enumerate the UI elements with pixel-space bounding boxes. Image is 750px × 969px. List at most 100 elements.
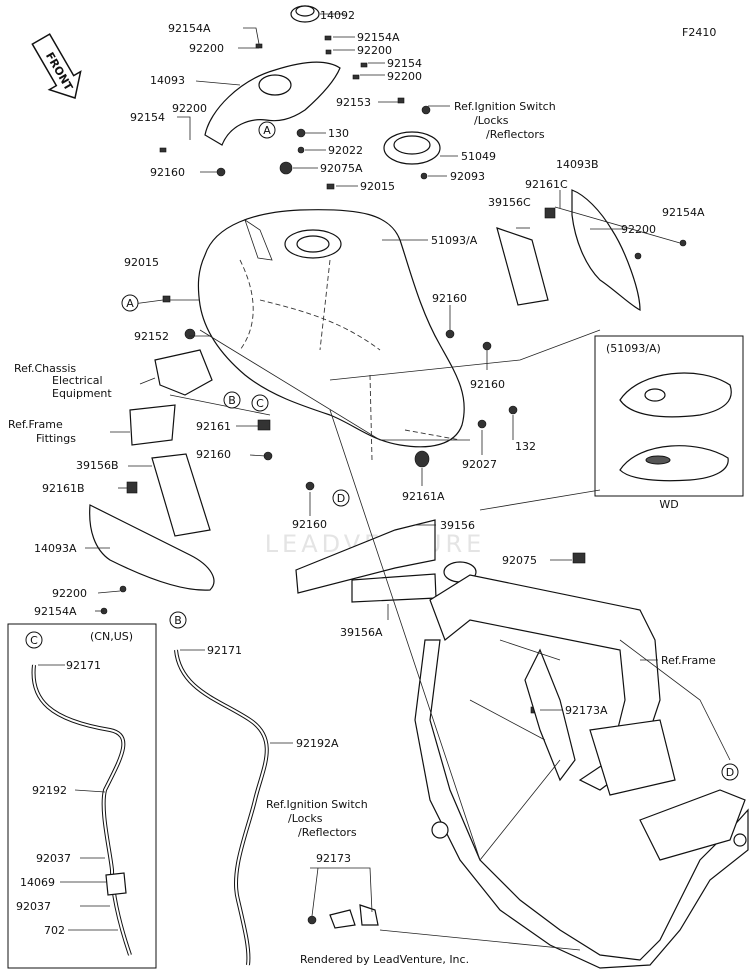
label-92154: 92154 (387, 57, 422, 70)
bracket-frame-fittings (129, 404, 176, 446)
sub-box-note: (CN,US) (90, 630, 133, 643)
label-14069: 14069 (20, 876, 55, 889)
label-92192a: 92192A (296, 737, 339, 750)
label-92161c: 92161C (525, 178, 568, 191)
svg-text:D: D (726, 766, 734, 779)
label-92160: 92160 (150, 166, 185, 179)
label-14093a: 14093A (34, 542, 77, 555)
ref-chassis-electrical: Electrical (52, 374, 103, 387)
label-92075a: 92075A (320, 162, 363, 175)
label-39156: 39156 (440, 519, 475, 532)
callout-b-hose: B (169, 611, 187, 629)
callout-a-top: A (258, 121, 276, 139)
label-92161b: 92161B (42, 482, 85, 495)
ignition-hardware-92173 (307, 904, 379, 929)
ref-frame: Ref.Frame (661, 654, 716, 667)
label-92160: 92160 (292, 518, 327, 531)
svg-text:C: C (256, 397, 264, 410)
label-92037: 92037 (16, 900, 51, 913)
label-92200: 92200 (357, 44, 392, 57)
label-92022: 92022 (328, 144, 363, 157)
ref-ignition-reflectors: /Reflectors (486, 128, 545, 141)
label-92161a: 92161A (402, 490, 445, 503)
inset-tank-side (619, 445, 729, 482)
label-132: 132 (515, 440, 536, 453)
ref-ignition-locks-2: /Locks (288, 812, 323, 825)
cap-base-51049 (383, 131, 441, 165)
label-92171: 92171 (207, 644, 242, 657)
callout-a-left: A (121, 294, 139, 312)
label-92160: 92160 (432, 292, 467, 305)
label-51049: 51049 (461, 150, 496, 163)
callout-b-tank: B (223, 391, 241, 409)
label-92154a: 92154A (357, 31, 400, 44)
callout-d-frame: D (721, 763, 739, 781)
label-92161: 92161 (196, 420, 231, 433)
svg-text:B: B (228, 394, 236, 407)
pad-39156c (496, 227, 549, 306)
figure-code: F2410 (682, 26, 716, 39)
motorcycle-frame (414, 561, 749, 969)
cap-opening-ring (258, 74, 292, 96)
sub-box-cn-us: (CN,US) (7, 623, 157, 969)
label-14092: 14092 (320, 9, 355, 22)
label-92200: 92200 (52, 587, 87, 600)
label-92037: 92037 (36, 852, 71, 865)
label-92160: 92160 (470, 378, 505, 391)
label-14093: 14093 (150, 74, 185, 87)
part-labels: 92154A 14092 92154A 92200 92200 92154 14… (8, 9, 716, 937)
svg-text:A: A (126, 297, 134, 310)
label-92192: 92192 (32, 784, 67, 797)
filter-14069 (105, 872, 127, 896)
ref-chassis: Ref.Chassis (14, 362, 76, 375)
label-92154: 92154 (130, 111, 165, 124)
label-92160: 92160 (196, 448, 231, 461)
label-92200: 92200 (189, 42, 224, 55)
label-92200: 92200 (172, 102, 207, 115)
label-39156c: 39156C (488, 196, 531, 209)
footer-credit: Rendered by LeadVenture, Inc. (300, 953, 469, 966)
tank-cover-14093 (204, 61, 341, 146)
label-130: 130 (328, 127, 349, 140)
callout-c-subbox: C (25, 631, 43, 649)
label-92075: 92075 (502, 554, 537, 567)
callout-c-tank: C (251, 394, 269, 412)
svg-text:D: D (337, 492, 345, 505)
pad-39156 (295, 519, 436, 594)
ref-chassis-equipment: Equipment (52, 387, 112, 400)
label-92154a: 92154A (168, 22, 211, 35)
label-92173a: 92173A (565, 704, 608, 717)
label-92173: 92173 (316, 852, 351, 865)
pad-39156b (151, 453, 211, 537)
label-51093-a: 51093/A (431, 234, 478, 247)
label-92027: 92027 (462, 458, 497, 471)
inset-title: (51093/A) (606, 342, 661, 355)
ref-ignition-switch: Ref.Ignition Switch (454, 100, 556, 113)
ref-ignition-reflectors-2: /Reflectors (298, 826, 357, 839)
label-92093: 92093 (450, 170, 485, 183)
svg-text:C: C (30, 634, 38, 647)
side-cover-14093a (89, 504, 215, 591)
inset-caption: WD (659, 498, 678, 511)
label-92015: 92015 (124, 256, 159, 269)
label-92152: 92152 (134, 330, 169, 343)
label-92154a: 92154A (34, 605, 77, 618)
inset-tank-top (619, 372, 732, 418)
bracket-electrical (154, 349, 213, 396)
label-39156b: 39156B (76, 459, 119, 472)
leader-lines (38, 13, 681, 951)
label-92153: 92153 (336, 96, 371, 109)
svg-text:A: A (263, 124, 271, 137)
label-92171: 92171 (66, 659, 101, 672)
fuel-cap-14092 (290, 5, 320, 23)
ref-ignition-switch-2: Ref.Ignition Switch (266, 798, 368, 811)
ref-ignition-locks: /Locks (474, 114, 509, 127)
fuel-tank-51093a (197, 209, 465, 448)
front-arrow-icon: FRONT (31, 33, 82, 99)
label-39156a: 39156A (340, 626, 383, 639)
label-92015: 92015 (360, 180, 395, 193)
label-92154a: 92154A (662, 206, 705, 219)
ref-frame-fittings: Ref.Frame (8, 418, 63, 431)
label-14093b: 14093B (556, 158, 599, 171)
